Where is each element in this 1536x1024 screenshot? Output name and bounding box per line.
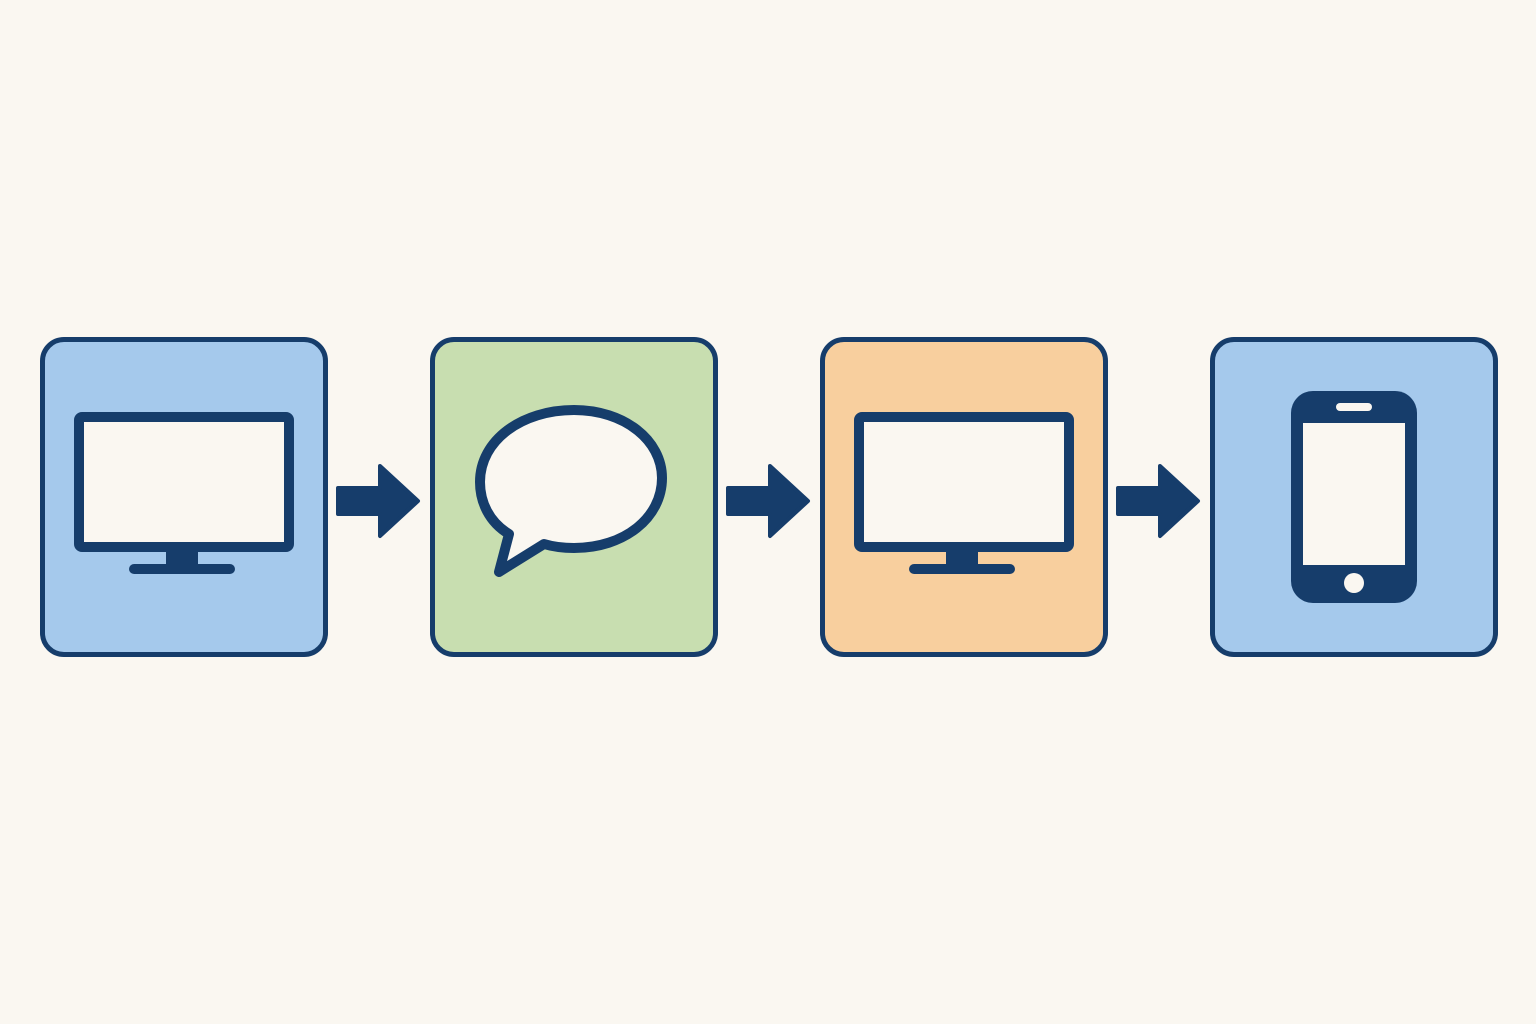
arrow-right-icon [336, 464, 420, 538]
monitor-icon [74, 412, 294, 574]
step-card-2 [430, 337, 718, 657]
arrow-right-icon [1116, 464, 1200, 538]
monitor-icon [854, 412, 1074, 574]
step-card-4 [1210, 337, 1498, 657]
step-card-1 [40, 337, 328, 657]
speech-bubble-icon [475, 405, 667, 577]
arrow-right-icon [726, 464, 810, 538]
step-card-3 [820, 337, 1108, 657]
smartphone-icon [1291, 391, 1417, 603]
